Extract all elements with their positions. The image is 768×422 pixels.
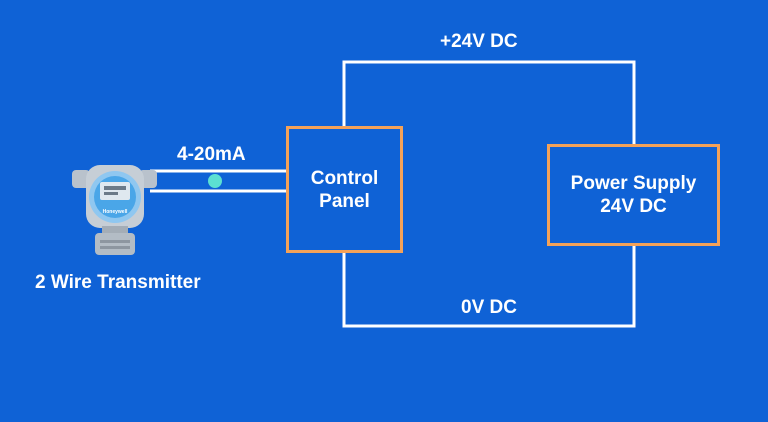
power-supply-line1: Power Supply	[570, 173, 697, 194]
control-panel-line2: Panel	[319, 190, 370, 212]
power-supply-box: Power Supply 24V DC	[547, 144, 720, 246]
device-brand-text: Honeywell	[103, 209, 128, 215]
transmitter-label: 2 Wire Transmitter	[35, 272, 201, 293]
control-panel-box: Control Panel	[286, 126, 403, 253]
power-supply-line2: 24V DC	[600, 196, 667, 217]
zero-voltage-label: 0V DC	[461, 297, 517, 318]
positive-voltage-label: +24V DC	[440, 31, 518, 52]
signal-label: 4-20mA	[177, 144, 246, 165]
control-panel-line1: Control	[310, 167, 379, 189]
zero-volt-wire	[342, 246, 636, 328]
transmitter-device-icon	[72, 165, 157, 255]
positive-wire	[342, 60, 636, 145]
signal-dot	[208, 174, 222, 188]
